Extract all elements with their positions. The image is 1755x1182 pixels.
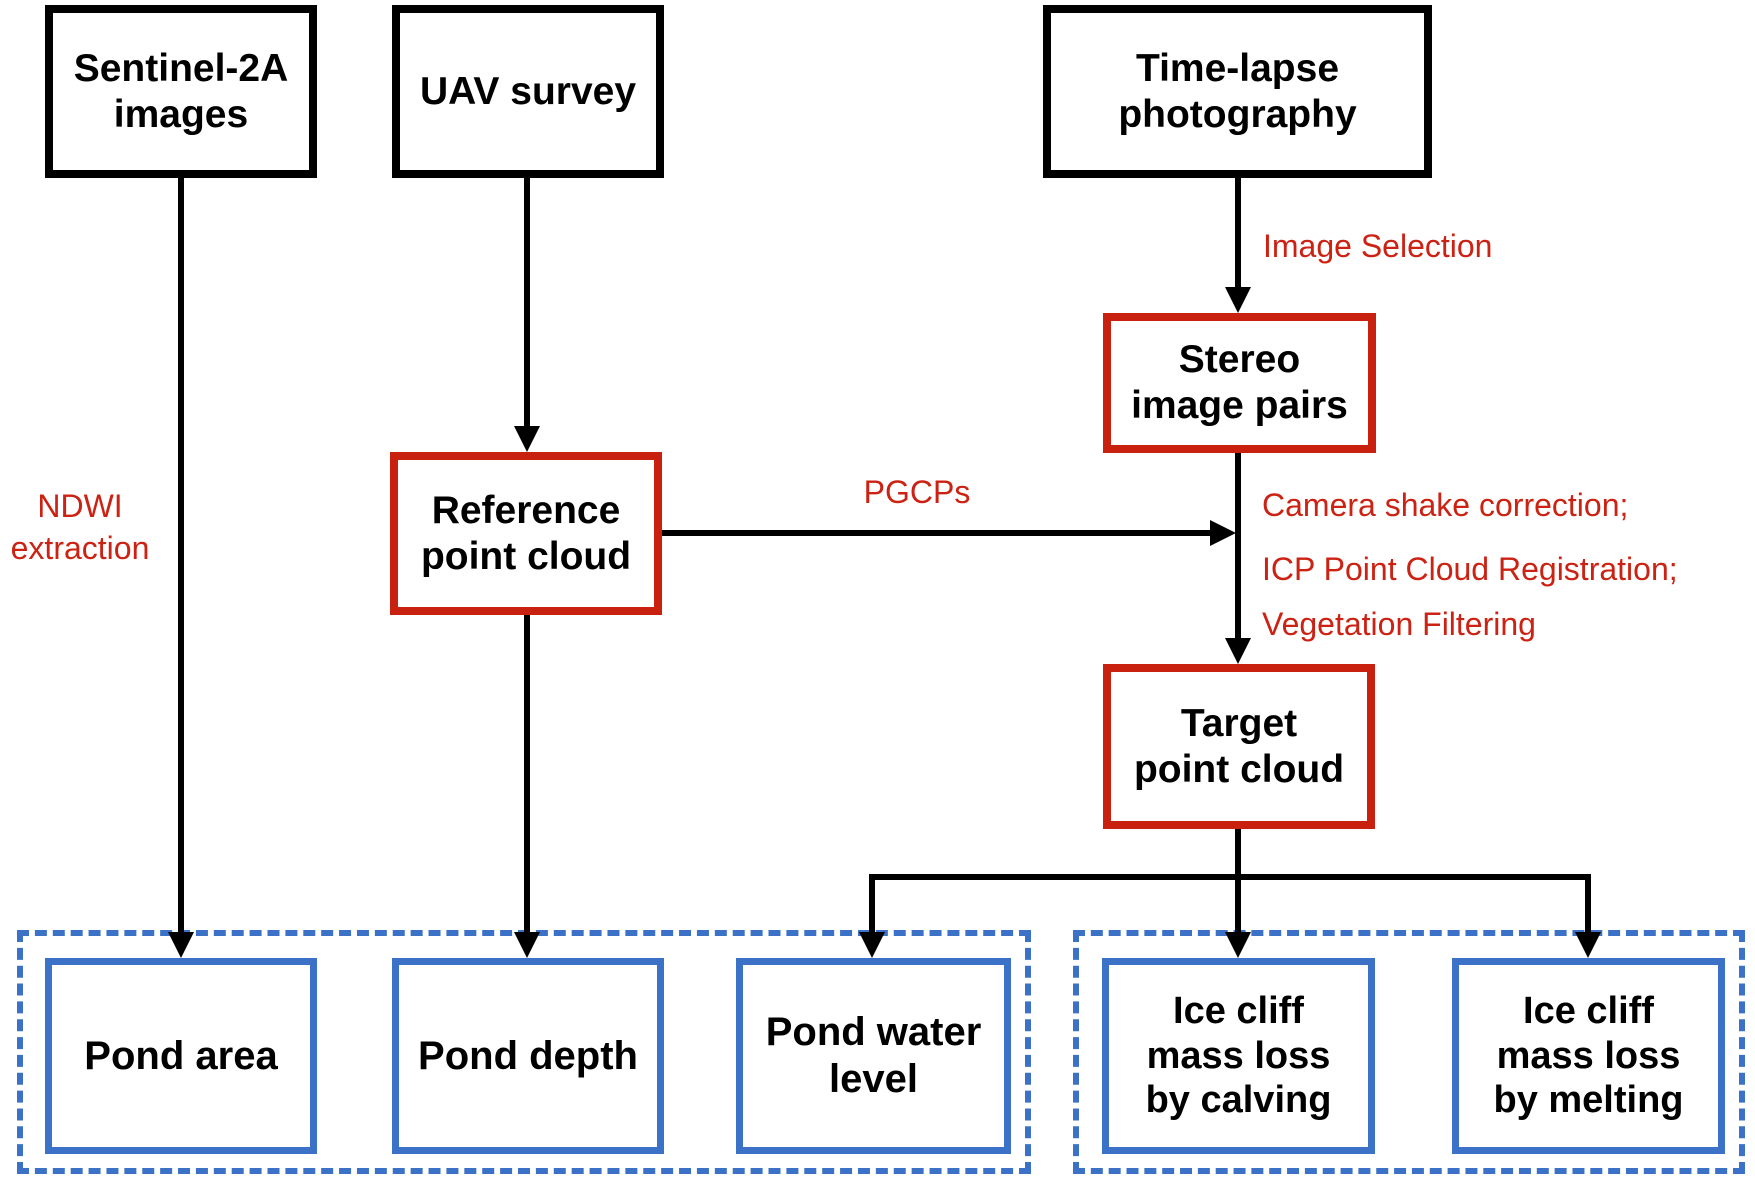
node-pond-water-level: Pond water level [736, 958, 1011, 1154]
label-icp-point-cloud-registration: ICP Point Cloud Registration; [1262, 551, 1678, 587]
edge-stereo-to-target [1235, 453, 1241, 640]
node-uav-survey: UAV survey [392, 5, 664, 178]
node-sentinel-2a-images: Sentinel-2A images [45, 5, 317, 178]
label-pgcps: PGCPs [863, 474, 971, 510]
node-stereo-image-pairs: Stereo image pairs [1103, 313, 1376, 453]
edge-sentinel-to-pond-area [178, 178, 184, 934]
arrowhead-reference-icon [514, 426, 540, 452]
edge-reference-to-pond-depth [524, 615, 530, 934]
edge-branch-to-pond-water-level [869, 874, 875, 934]
node-reference-point-cloud: Reference point cloud [390, 452, 662, 615]
label-ndwi-extraction: NDWI extraction [10, 488, 150, 566]
node-time-lapse-photography: Time-lapse photography [1043, 5, 1432, 178]
arrowhead-pond-area-icon [168, 932, 194, 958]
arrowhead-pond-depth-icon [514, 932, 540, 958]
edge-target-stem [1235, 829, 1241, 877]
edge-reference-pgcps [662, 530, 1212, 536]
arrowhead-pond-water-level-icon [859, 932, 885, 958]
arrowhead-calving-icon [1225, 932, 1251, 958]
node-target-point-cloud: Target point cloud [1103, 664, 1375, 829]
node-pond-depth: Pond depth [392, 958, 664, 1154]
edge-branch-to-melting [1585, 874, 1591, 934]
ice-cliff-results-group [1073, 930, 1745, 1174]
edge-timelapse-to-stereo [1235, 178, 1241, 289]
label-camera-shake-correction: Camera shake correction; [1262, 487, 1629, 523]
label-vegetation-filtering: Vegetation Filtering [1262, 606, 1536, 642]
edge-uav-to-reference [524, 178, 530, 428]
node-ice-cliff-mass-loss-by-melting: Ice cliff mass loss by melting [1452, 958, 1725, 1154]
arrowhead-pgcps-icon [1210, 520, 1236, 546]
arrowhead-stereo-icon [1225, 287, 1251, 313]
arrowhead-target-icon [1225, 638, 1251, 664]
label-image-selection: Image Selection [1263, 228, 1493, 264]
arrowhead-melting-icon [1575, 932, 1601, 958]
node-pond-area: Pond area [45, 958, 317, 1154]
node-ice-cliff-mass-loss-by-calving: Ice cliff mass loss by calving [1102, 958, 1375, 1154]
edge-branch-bar [869, 874, 1591, 880]
edge-branch-to-calving [1235, 874, 1241, 934]
